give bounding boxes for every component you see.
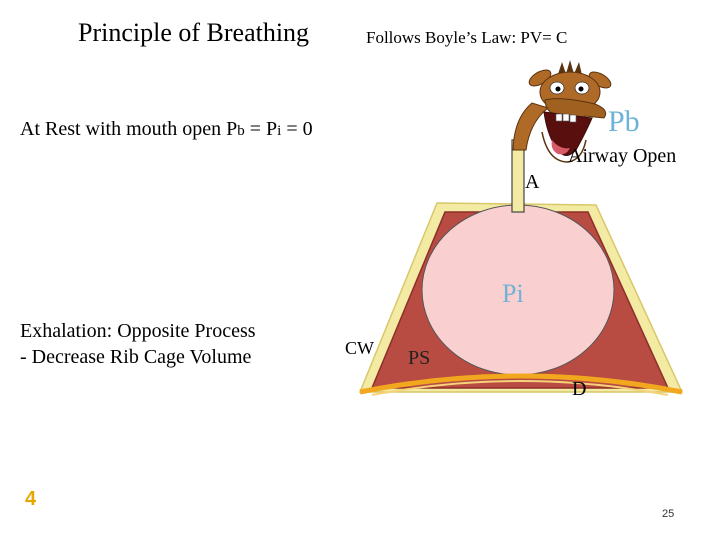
label-cw: CW (345, 338, 374, 359)
boyles-law-text: Follows Boyle’s Law: PV= C (366, 28, 567, 48)
label-pb: Pb (608, 105, 640, 138)
label-d: D (572, 378, 586, 400)
label-ps: PS (408, 347, 430, 369)
airway-open-label: Airway Open (568, 145, 676, 168)
page-title: Principle of Breathing (78, 18, 309, 48)
label-pi: Pi (502, 279, 524, 308)
exhalation-line-1: Exhalation: Opposite Process (20, 320, 256, 343)
trachea (512, 140, 524, 212)
rest-statement: At Rest with mouth open Pb = Pi = 0 (20, 118, 313, 141)
exhalation-line-2: - Decrease Rib Cage Volume (20, 346, 251, 369)
rest-sub-b: b (237, 123, 245, 139)
label-a: A (525, 171, 540, 193)
slide-number: 25 (662, 508, 674, 520)
page-marker: 4 (25, 488, 36, 511)
rest-prefix: At Rest with mouth open P (20, 118, 237, 140)
rest-mid: = P (245, 118, 277, 140)
rest-suffix: = 0 (281, 118, 312, 140)
